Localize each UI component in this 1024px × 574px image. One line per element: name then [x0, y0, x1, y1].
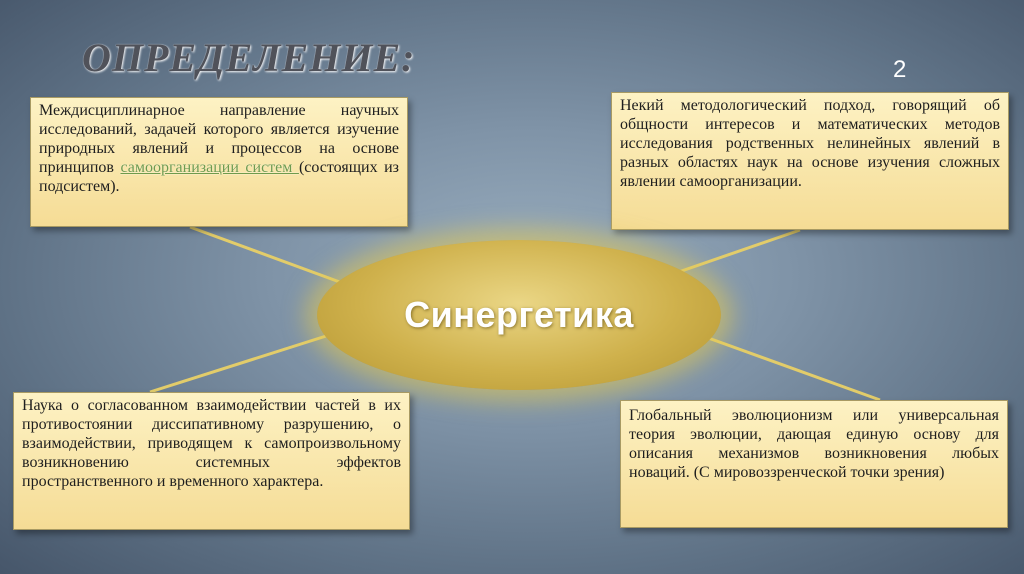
central-ellipse: Синергетика	[317, 240, 721, 390]
self-organization-link[interactable]: самоорганизации систем	[120, 159, 299, 176]
connector-bottom-right	[699, 333, 881, 402]
slide-number: 2	[893, 56, 907, 83]
definition-text-top-right: Некий методологический подход, говорящий…	[620, 97, 1000, 190]
connector-top-right	[669, 228, 801, 277]
connector-bottom-left	[149, 328, 346, 394]
slide-title: ОПРЕДЕЛЕНИЕ:	[82, 35, 416, 80]
definition-text-bottom-right: Глобальный эволюционизм или универсальна…	[629, 407, 999, 481]
definition-box-top-right: Некий методологический подход, говорящий…	[611, 92, 1009, 230]
definition-box-top-left: Междисциплинарное направление научных ис…	[30, 97, 408, 227]
definition-box-bottom-left: Наука о согласованном взаимодействии час…	[13, 392, 410, 530]
central-ellipse-label: Синергетика	[404, 294, 634, 335]
definition-box-bottom-right: Глобальный эволюционизм или универсальна…	[620, 400, 1008, 528]
definition-text-top-left: Междисциплинарное направление научных ис…	[39, 102, 399, 176]
definition-text-top-left-end: (состоящих из подсистем).	[39, 159, 399, 195]
definition-text-bottom-left: Наука о согласованном взаимодействии час…	[22, 397, 401, 490]
